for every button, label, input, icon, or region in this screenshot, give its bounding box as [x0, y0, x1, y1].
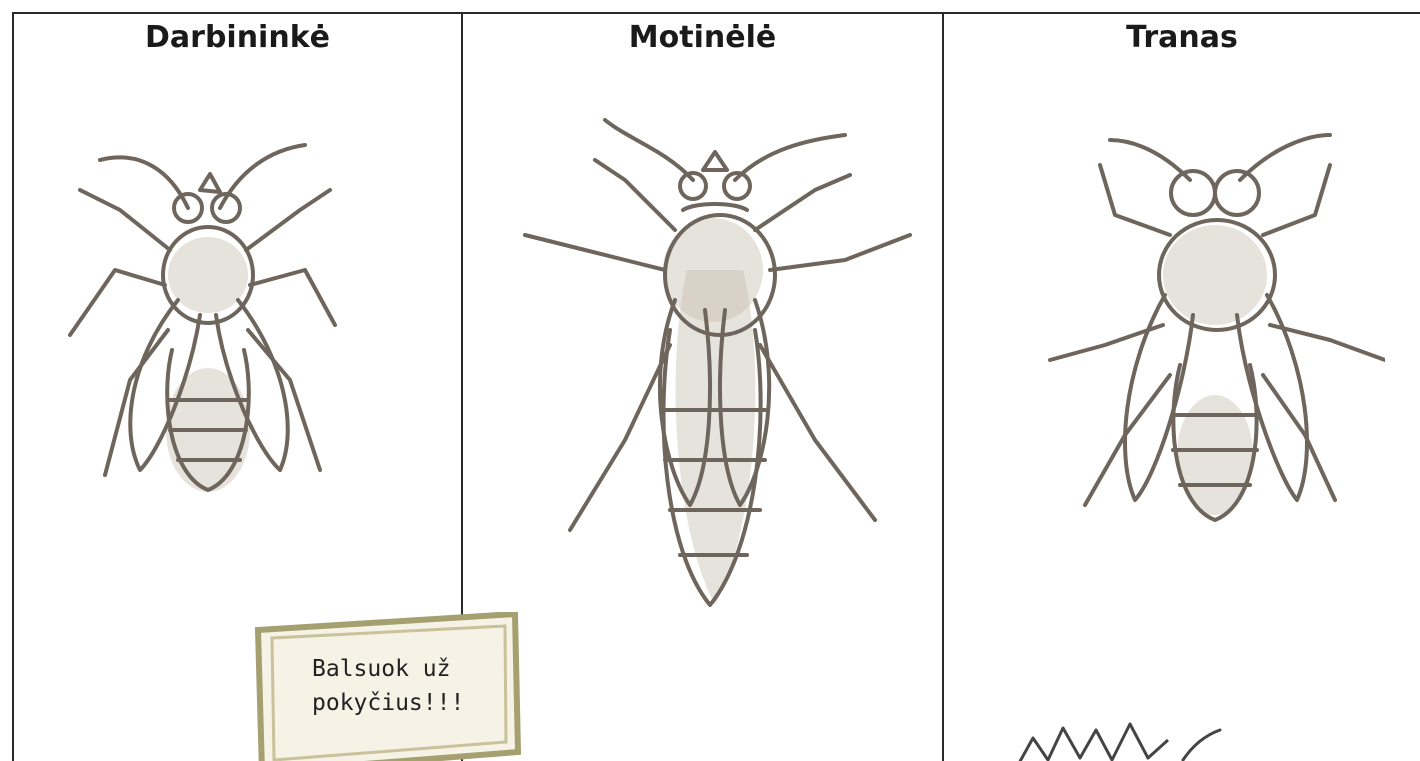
crown-burst-sketch — [1008, 720, 1228, 761]
column-header-drone: Tranas — [944, 18, 1420, 58]
queen-bee-sketch — [515, 110, 915, 620]
sign-line-2: pokyčius!!! — [312, 686, 502, 720]
worker-bee-sketch — [60, 130, 350, 510]
column-header-worker: Darbininkė — [14, 18, 461, 58]
drone-bee-sketch — [1045, 125, 1385, 535]
column-header-queen: Motinėlė — [463, 18, 942, 58]
protest-sign: Balsuok už pokyčius!!! — [250, 612, 525, 761]
column-divider — [942, 12, 944, 761]
sign-line-1: Balsuok už — [312, 652, 502, 686]
sign-text: Balsuok už pokyčius!!! — [312, 652, 502, 720]
